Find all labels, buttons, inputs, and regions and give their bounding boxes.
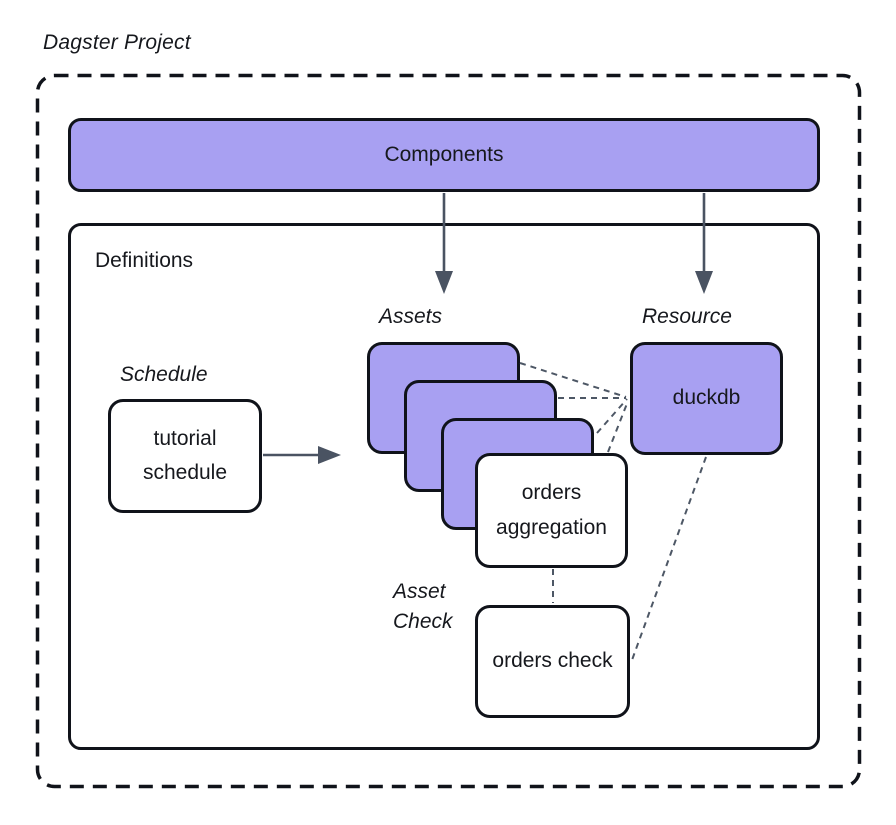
resource-node-duckdb: duckdb (630, 342, 783, 455)
asset-node-orders-aggregation: orders aggregation (475, 453, 628, 568)
diagram-title: Dagster Project (43, 31, 191, 54)
schedule-node-label: tutorial schedule (142, 426, 228, 484)
components-node: Components (68, 118, 820, 192)
asset-check-group-label: Asset Check (393, 580, 453, 634)
asset-node-label: orders aggregation (496, 481, 607, 539)
schedule-node: tutorial schedule (108, 399, 262, 513)
resource-group-label: Resource (642, 305, 732, 328)
asset-check-node-label: orders check (492, 649, 613, 673)
schedule-group-label: Schedule (120, 363, 208, 386)
resource-node-label: duckdb (672, 386, 741, 410)
definitions-label: Definitions (95, 249, 194, 272)
components-label: Components (384, 143, 504, 166)
assets-group-label: Assets (379, 305, 443, 328)
asset-check-node-orders-check: orders check (475, 605, 630, 718)
